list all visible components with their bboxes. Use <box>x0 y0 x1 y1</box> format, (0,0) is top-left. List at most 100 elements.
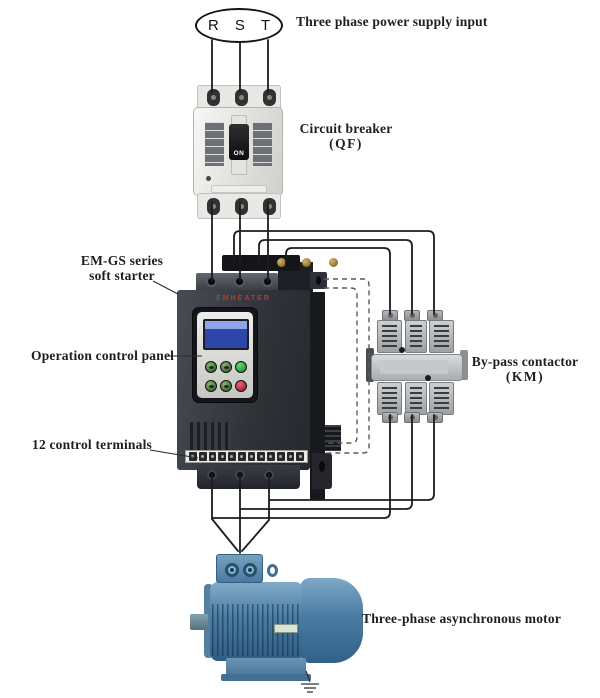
motor-body <box>210 582 302 661</box>
control-terminals-label: 12 control terminals <box>32 437 152 452</box>
starter-output-terminal <box>207 470 217 480</box>
terminal-screw <box>277 258 286 267</box>
contactor-vent-block <box>429 382 454 415</box>
control-terminal <box>198 452 207 461</box>
control-terminal <box>218 452 226 461</box>
control-terminal <box>247 452 256 461</box>
breaker-label-panel <box>250 119 275 169</box>
starter-brand-text: EMHEATER <box>216 295 271 302</box>
control-terminal <box>286 452 295 461</box>
bypass-contactor-designator: (KM) <box>505 369 545 385</box>
motor-label: Three-phase asynchronous motor <box>362 611 562 626</box>
bypass-contactor-label-text: By-pass contactor <box>471 354 579 369</box>
control-terminal <box>189 452 197 461</box>
soft-starter-label: EM-GS series soft starter <box>72 253 172 283</box>
phase-s-label: S <box>234 17 245 34</box>
circuit-breaker-label-text: Circuit breaker <box>299 121 393 136</box>
breaker-bottom-terminals <box>197 193 281 219</box>
terminal-screw <box>329 258 338 267</box>
contactor-vent-block <box>405 382 427 415</box>
mount-hole <box>319 461 325 472</box>
motor-foot-plate <box>221 674 311 681</box>
operation-panel-label: Operation control panel <box>31 348 175 363</box>
breaker-body: ON <box>193 107 283 196</box>
control-terminal <box>237 452 246 461</box>
breaker-terminal <box>235 89 248 106</box>
motor-base <box>226 658 306 676</box>
breaker-terminal <box>207 198 220 215</box>
bypass-contactor <box>366 310 468 423</box>
panel-button-down <box>219 379 232 392</box>
panel-button-set <box>204 379 217 392</box>
breaker-slot <box>211 185 267 193</box>
three-phase-motor <box>188 552 374 698</box>
circuit-breaker: ON <box>193 83 283 219</box>
power-input-label: Three phase power supply input <box>296 14 488 29</box>
breaker-toggle-switch: ON <box>229 124 249 160</box>
breaker-terminal <box>263 89 276 106</box>
contactor-mount-dot <box>399 347 405 353</box>
control-terminal <box>257 452 265 461</box>
motor-shaft <box>190 614 208 630</box>
breaker-on-label: ON <box>233 150 245 157</box>
starter-input-hole <box>262 276 273 287</box>
motor-fan-housing <box>300 578 363 663</box>
terminal-box-port <box>243 563 257 577</box>
control-terminal <box>296 452 304 461</box>
control-terminal <box>228 452 236 461</box>
contactor-label-band <box>371 354 463 381</box>
breaker-terminal <box>263 198 276 215</box>
starter-input-hole <box>234 276 245 287</box>
soft-starter-label-line1: EM-GS series <box>80 253 164 268</box>
control-terminal <box>267 452 275 461</box>
starter-front-face: EMHEATER <box>177 290 310 470</box>
contactor-vent-block <box>405 320 427 353</box>
lcd-frame <box>203 319 249 350</box>
contactor-side-tab <box>366 348 374 382</box>
power-phase-ellipse: R S T <box>195 8 283 43</box>
breaker-top-terminals <box>197 85 281 111</box>
motor-terminal-box <box>216 554 263 583</box>
starter-input-hole <box>206 276 217 287</box>
panel-button-up <box>219 360 232 373</box>
breaker-indicator-dot <box>206 176 211 181</box>
phase-t-label: T <box>260 17 270 34</box>
panel-button-run <box>235 360 248 373</box>
mount-hole <box>316 276 321 285</box>
breaker-label-panel <box>202 119 227 169</box>
starter-output-terminal <box>264 470 274 480</box>
breaker-terminal <box>235 198 248 215</box>
panel-button-menu <box>204 360 217 373</box>
starter-output-terminal <box>235 470 245 480</box>
soft-starter-label-line2: soft starter <box>89 268 155 284</box>
control-terminal <box>208 452 217 461</box>
contactor-terminal-cap <box>404 412 420 423</box>
control-terminal <box>276 452 285 461</box>
bypass-contactor-label: By-pass contactor (KM) <box>465 354 585 384</box>
lcd-screen <box>205 321 247 348</box>
starter-heatsink-fins <box>325 425 341 451</box>
contactor-mount-dot <box>425 375 431 381</box>
contactor-terminal-cap <box>427 412 443 423</box>
starter-input-terminal-block <box>222 255 338 271</box>
panel-button-stop <box>235 379 248 392</box>
motor-nameplate <box>274 624 298 633</box>
soft-starter: EMHEATER <box>175 255 343 500</box>
contactor-side-tab <box>460 350 468 380</box>
terminal-screw <box>302 258 311 267</box>
contactor-terminal-cap <box>382 412 398 423</box>
circuit-breaker-designator: (QF) <box>329 136 363 152</box>
circuit-breaker-label: Circuit breaker (QF) <box>293 121 399 151</box>
contactor-vent-block <box>377 382 402 415</box>
terminal-box-port <box>225 563 239 577</box>
panel-keypad <box>203 357 249 395</box>
contactor-vent-block <box>429 320 454 353</box>
operation-control-panel <box>192 307 258 403</box>
phase-r-label: R <box>208 17 219 34</box>
starter-top-mount-flange <box>310 272 327 289</box>
starter-bottom-mount-flange <box>312 453 332 489</box>
panel-faceplate <box>197 312 253 398</box>
contactor-vent-block <box>377 320 402 353</box>
breaker-terminal <box>207 89 220 106</box>
